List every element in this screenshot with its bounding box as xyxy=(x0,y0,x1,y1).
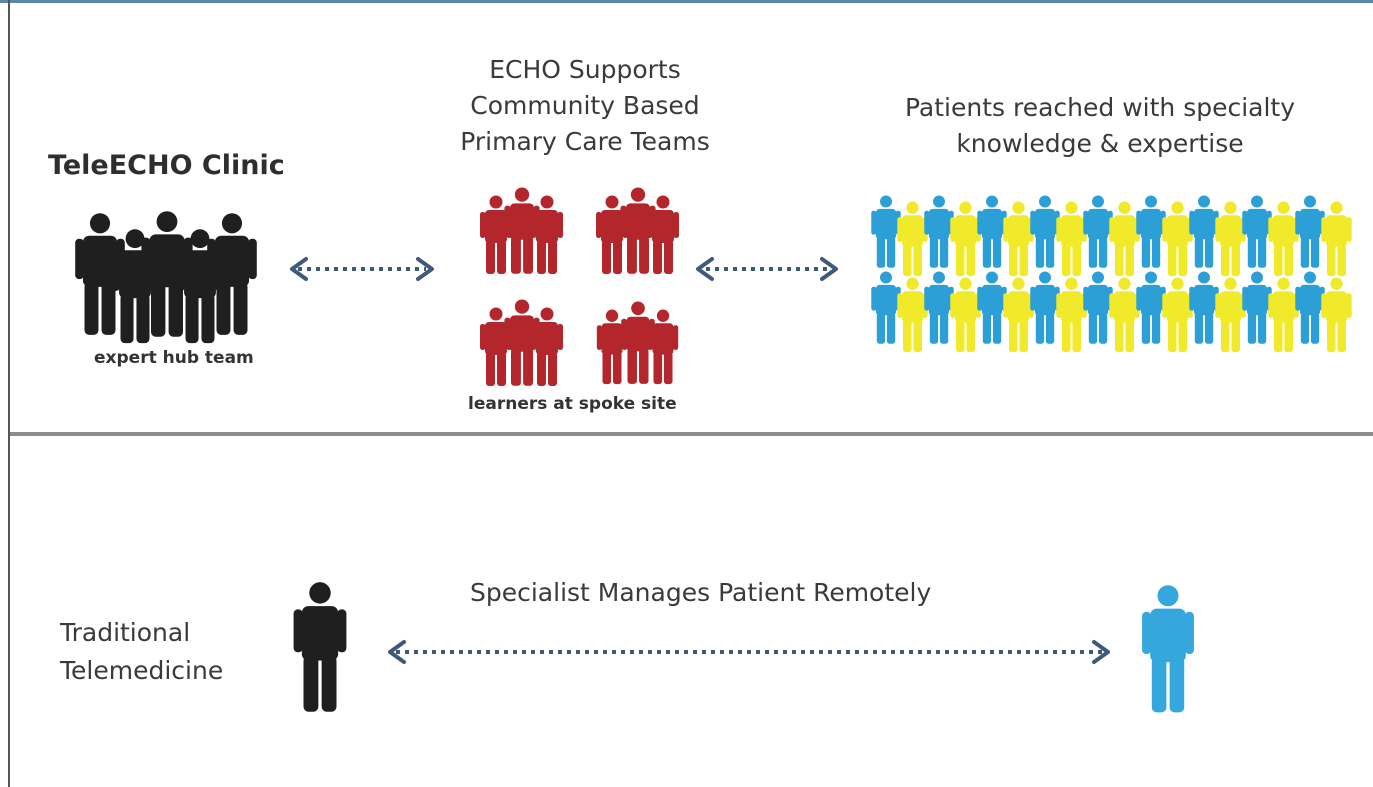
patient-figure-icon xyxy=(1268,277,1299,353)
patient-figure-icon xyxy=(897,201,928,277)
patient-figure-icon xyxy=(1295,271,1325,344)
patient-figure-icon xyxy=(1109,277,1140,353)
patient-figure-icon xyxy=(977,271,1007,344)
patient-figure-icon xyxy=(924,195,954,268)
patient-figure-icon xyxy=(1136,271,1166,344)
spoke-team-icon-4 xyxy=(596,301,679,385)
specialist-person-icon xyxy=(293,582,347,712)
patient-figure-icon xyxy=(897,277,928,353)
patient-figure-icon xyxy=(1003,201,1034,277)
left-border xyxy=(8,0,10,787)
patient-figure-icon xyxy=(1321,201,1352,277)
patient-figure-icon xyxy=(1003,277,1034,353)
patient-figure-icon xyxy=(950,201,981,277)
patient-figure-icon xyxy=(1242,195,1272,268)
patient-figure-icon xyxy=(1083,271,1113,344)
spoke-caption: learners at spoke site xyxy=(468,394,677,414)
patient-figure-icon xyxy=(1136,195,1166,268)
patient-figure-icon xyxy=(1056,277,1087,353)
patient-figure-icon xyxy=(871,195,901,268)
echo-supports-line-1: ECHO Supports xyxy=(489,55,681,84)
expert-hub-team-icon xyxy=(75,211,257,344)
patients-crowd-icon xyxy=(871,195,1352,353)
traditional-line-2: Telemedicine xyxy=(60,656,224,685)
patient-figure-icon xyxy=(1295,195,1325,268)
patient-figure-icon xyxy=(1083,195,1113,268)
patient-figure-icon xyxy=(924,271,954,344)
echo-supports-line-2: Community Based xyxy=(470,91,700,120)
spoke-patients-arrow xyxy=(696,257,838,281)
patient-figure-icon xyxy=(1268,201,1299,277)
patient-figure-icon xyxy=(1056,201,1087,277)
patient-figure-icon xyxy=(1109,201,1140,277)
patient-figure-icon xyxy=(1162,277,1193,353)
spoke-team-icon-1 xyxy=(480,187,563,274)
echo-supports-line-3: Primary Care Teams xyxy=(460,127,710,156)
traditional-telemedicine-label: Traditional Telemedicine xyxy=(60,614,223,690)
patient-figure-icon xyxy=(1030,271,1060,344)
patient-figure-icon xyxy=(1215,277,1246,353)
spoke-team-icon-2 xyxy=(596,187,679,274)
patient-figure-icon xyxy=(1242,271,1272,344)
clinic-title: TeleECHO Clinic xyxy=(48,150,285,181)
hub-caption: expert hub team xyxy=(94,348,254,368)
echo-supports-heading: ECHO Supports Community Based Primary Ca… xyxy=(420,52,750,160)
patient-figure-icon xyxy=(871,271,901,344)
patient-figure-icon xyxy=(1189,271,1219,344)
spoke-team-icon-3 xyxy=(480,299,563,386)
remote-management-label: Specialist Manages Patient Remotely xyxy=(470,578,932,607)
patient-figure-icon xyxy=(1162,201,1193,277)
patients-line-2: knowledge & expertise xyxy=(956,129,1244,158)
hub-spoke-arrow xyxy=(290,257,434,281)
patients-line-1: Patients reached with specialty xyxy=(904,93,1296,122)
patient-figure-icon xyxy=(1321,277,1352,353)
patient-figure-icon xyxy=(977,195,1007,268)
top-border xyxy=(0,0,1373,3)
remote-arrow xyxy=(388,640,1110,664)
patients-heading: Patients reached with specialty knowledg… xyxy=(860,90,1340,162)
patient-figure-icon xyxy=(950,277,981,353)
patient-figure-icon xyxy=(1030,195,1060,268)
remote-patient-icon xyxy=(1142,585,1194,713)
patient-figure-icon xyxy=(1215,201,1246,277)
traditional-line-1: Traditional xyxy=(60,618,191,647)
patient-figure-icon xyxy=(1189,195,1219,268)
section-divider xyxy=(10,432,1373,436)
